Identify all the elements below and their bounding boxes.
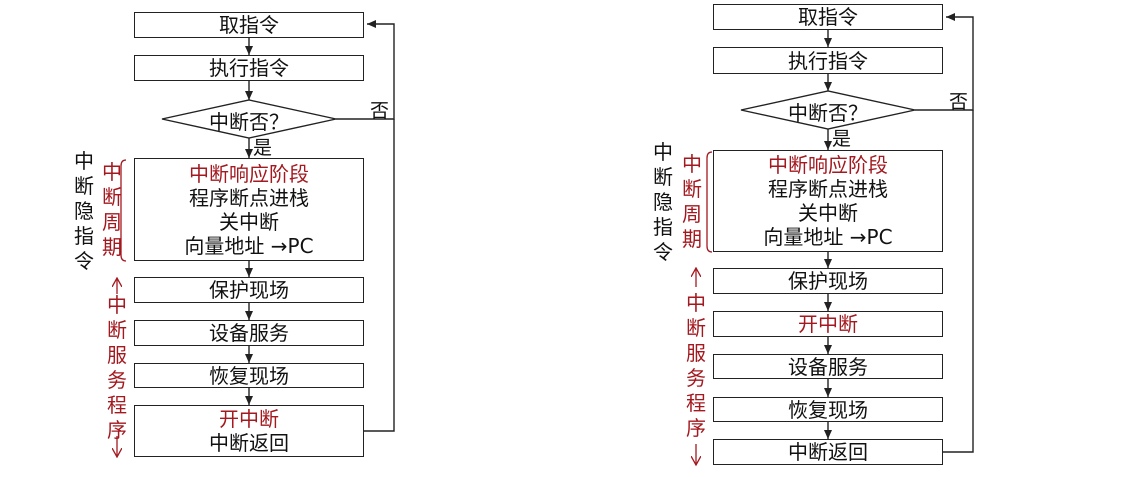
left-response-title: 中断响应阶段 bbox=[189, 161, 309, 186]
right-enable-text: 开中断 bbox=[798, 312, 858, 336]
right-execute-box: 执行指令 bbox=[713, 47, 943, 74]
left-hidden-instruction-label: 中断隐指令 bbox=[74, 149, 94, 273]
left-protect-text: 保护现场 bbox=[209, 278, 289, 302]
left-decision-text: 中断否？ bbox=[209, 110, 289, 134]
left-response-line-3: 向量地址 →PC bbox=[184, 233, 314, 258]
left-restore-box: 恢复现场 bbox=[134, 363, 364, 388]
left-yes-label: 是 bbox=[253, 137, 273, 159]
right-hidden-instruction-label: 中断隐指令 bbox=[653, 140, 673, 264]
left-execute-box: 执行指令 bbox=[134, 55, 364, 81]
right-protect-text: 保护现场 bbox=[788, 269, 868, 293]
right-return-text: 中断返回 bbox=[788, 440, 868, 464]
right-service-box: 设备服务 bbox=[713, 354, 943, 379]
left-service-box: 设备服务 bbox=[134, 320, 364, 346]
right-protect-box: 保护现场 bbox=[713, 268, 943, 294]
right-service-text: 设备服务 bbox=[788, 354, 868, 379]
right-cycle-bracket bbox=[706, 151, 713, 253]
left-fetch-text: 取指令 bbox=[219, 13, 279, 37]
right-response-line-1: 程序断点进栈 bbox=[768, 177, 888, 201]
left-return-text: 中断返回 bbox=[209, 431, 289, 455]
right-return-box: 中断返回 bbox=[713, 439, 943, 465]
left-cycle-label: 中断周期 bbox=[102, 160, 122, 259]
right-no-label: 否 bbox=[949, 91, 969, 113]
left-no-label: 否 bbox=[370, 100, 390, 122]
left-restore-text: 恢复现场 bbox=[209, 363, 289, 388]
left-fetch-box: 取指令 bbox=[134, 12, 364, 38]
right-response-title: 中断响应阶段 bbox=[768, 153, 888, 177]
left-enable-text: 开中断 bbox=[219, 407, 279, 431]
right-response-line-2: 关中断 bbox=[798, 201, 858, 225]
left-response-line-2: 关中断 bbox=[219, 209, 279, 234]
right-yes-label: 是 bbox=[832, 128, 852, 150]
right-restore-box: 恢复现场 bbox=[713, 397, 943, 422]
left-cycle-bracket bbox=[120, 159, 127, 262]
right-service-program-label: 中断服务程序 bbox=[686, 291, 706, 440]
left-service-text: 设备服务 bbox=[209, 321, 289, 345]
left-response-line-1: 程序断点进栈 bbox=[189, 185, 309, 210]
right-response-line-3: 向量地址 →PC bbox=[763, 225, 893, 249]
right-fetch-box: 取指令 bbox=[713, 4, 943, 30]
right-restore-text: 恢复现场 bbox=[788, 397, 868, 422]
right-cycle-label: 中断周期 bbox=[682, 152, 702, 251]
left-service-program-label: 中断服务程序 bbox=[107, 293, 127, 442]
left-execute-text: 执行指令 bbox=[209, 56, 289, 80]
left-protect-box: 保护现场 bbox=[134, 277, 364, 303]
left-response-box: 中断响应阶段 程序断点进栈 关中断 向量地址 →PC bbox=[134, 158, 364, 261]
right-execute-text: 执行指令 bbox=[788, 48, 868, 73]
right-fetch-text: 取指令 bbox=[798, 5, 858, 29]
left-enable-return-box: 开中断 中断返回 bbox=[134, 405, 364, 457]
right-decision-text: 中断否？ bbox=[788, 101, 868, 125]
right-response-box: 中断响应阶段 程序断点进栈 关中断 向量地址 →PC bbox=[713, 150, 943, 252]
right-enable-box: 开中断 bbox=[713, 311, 943, 337]
